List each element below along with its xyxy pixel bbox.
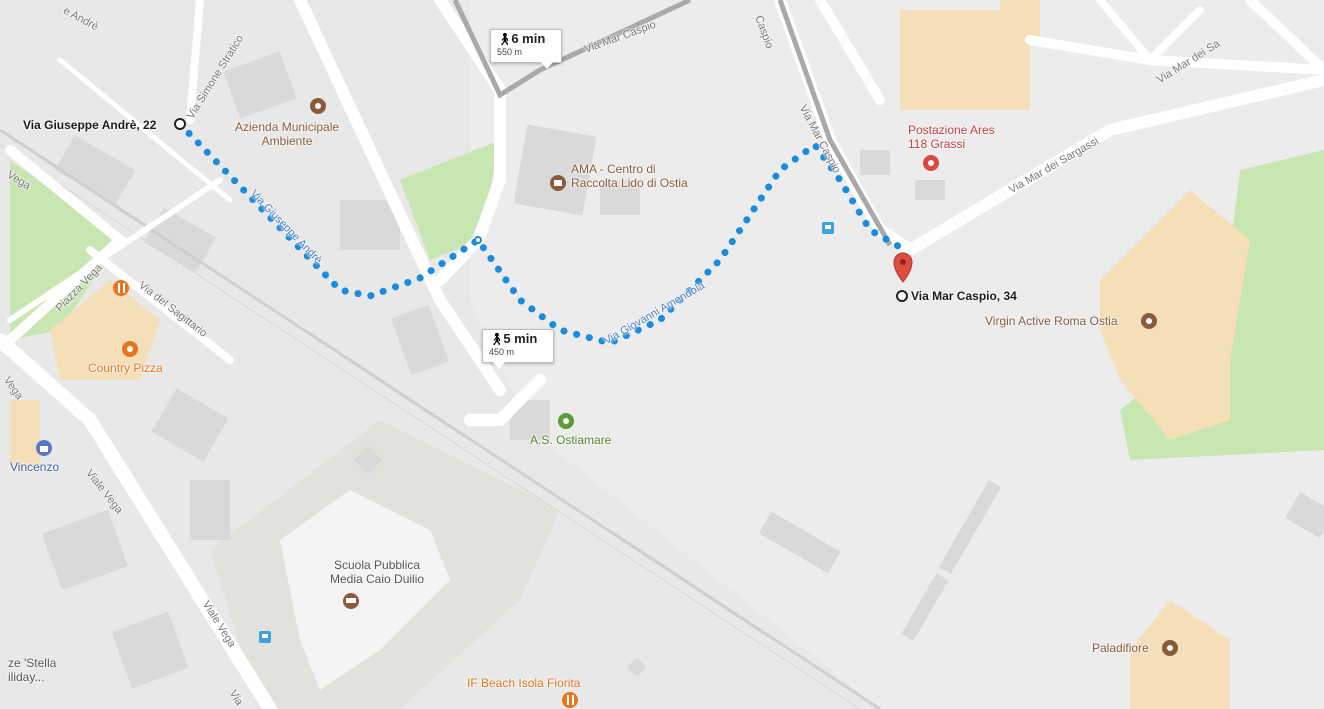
poi-ama-icon [310, 98, 326, 114]
route-time: 6 min [511, 31, 546, 46]
poi-label-stella[interactable]: ze 'Stella iliday... [8, 656, 57, 684]
route-time: 5 min [503, 331, 538, 346]
bus-stop-icon [822, 222, 834, 234]
route-waypoint [474, 236, 482, 244]
park-center [400, 140, 500, 260]
start-marker [174, 118, 186, 130]
building-virgin [1100, 190, 1250, 440]
poi-label-scuola[interactable]: Scuola Pubblica Media Caio Duilio [330, 558, 425, 586]
poi-label-virgin[interactable]: Virgin Active Roma Ostia [985, 314, 1118, 328]
poi-label-paladifiore[interactable]: Paladifiore [1092, 641, 1149, 655]
walking-route [176, 120, 909, 347]
destination-pin-icon [893, 252, 913, 283]
bus-stop-icon-2 [259, 631, 271, 643]
poi-label-if-beach[interactable]: IF Beach Isola Fiorita [467, 676, 581, 690]
building-ares-north [900, 10, 1030, 110]
alt-route-caspio [777, 0, 893, 247]
route-distance: 450 m [489, 347, 515, 357]
poi-restaurant-icon [113, 280, 129, 296]
poi-country-pizza-icon [122, 341, 138, 357]
poi-label-ares[interactable]: Postazione Ares 118 Grassi [908, 123, 995, 151]
building-ares-top [1000, 0, 1040, 40]
poi-ares-icon [923, 155, 939, 171]
poi-paladifiore-icon [1162, 640, 1178, 656]
land-east [470, 0, 1324, 709]
poi-label-country-pizza[interactable]: Country Pizza [88, 361, 163, 375]
poi-label-ama-centro[interactable]: AMA - Centro di Raccolta Lido di Ostia [571, 162, 688, 190]
end-marker [896, 290, 908, 302]
poi-virgin-icon [1141, 313, 1157, 329]
route-distance: 550 m [497, 47, 523, 57]
poi-if-beach-icon [562, 692, 578, 708]
park-west [10, 160, 120, 340]
poi-label-ama[interactable]: Azienda Municipale Ambiente [235, 120, 340, 148]
poi-vincenzo-icon [36, 440, 52, 456]
end-address-label[interactable]: Via Mar Caspio, 34 [911, 289, 1017, 303]
poi-ama-centro-icon [550, 175, 566, 191]
route-callout-6min[interactable]: 🚶︎ 6 min 550 m [490, 29, 562, 69]
start-address-label[interactable]: Via Giuseppe Andrè, 22 [23, 118, 157, 132]
walking-icon: 🚶︎ [489, 332, 505, 346]
poi-icons [36, 98, 1178, 708]
alt-route-north [452, 0, 692, 99]
school-building [280, 490, 450, 690]
poi-scuola-icon [343, 593, 359, 609]
poi-label-ostiamare[interactable]: A.S. Ostiamare [530, 433, 612, 447]
poi-label-vincenzo[interactable]: Vincenzo [10, 460, 60, 474]
walking-icon: 🚶︎ [497, 32, 513, 46]
building-vincenzo [10, 400, 40, 470]
building-paladifiore [1130, 600, 1230, 709]
route-callout-5min[interactable]: 🚶︎ 5 min 450 m [482, 329, 554, 369]
poi-ostiamare-icon [558, 413, 574, 429]
railway-2 [0, 144, 861, 709]
